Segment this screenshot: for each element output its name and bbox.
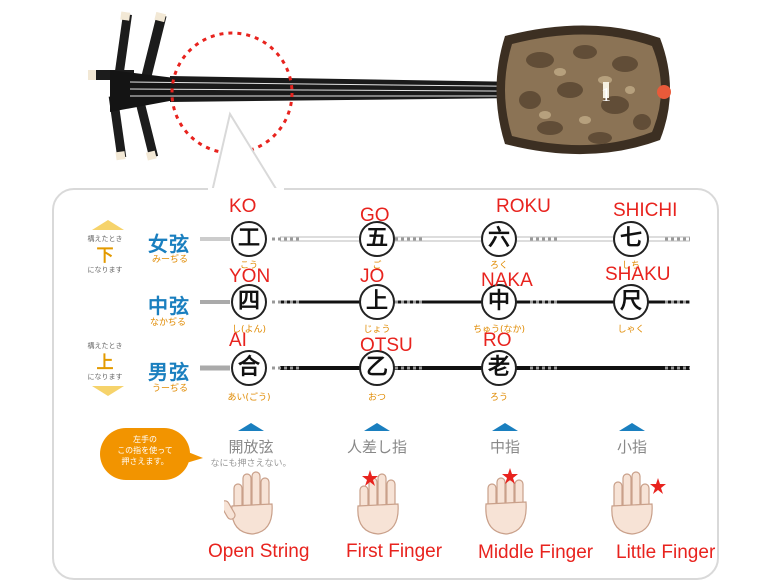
romaji-roku: ROKU [496, 196, 551, 217]
string-label-nakajiru: 中弦 [148, 294, 190, 318]
instruction-bubble: 左手の この指を使って 押さえます。 [100, 428, 190, 480]
note-naka: 中 [481, 284, 517, 320]
romaji-ai: AI [229, 330, 247, 351]
finger-sub-open: なにも押さえない。 [210, 459, 292, 469]
arrow-up-icon [92, 220, 124, 230]
note-ko: 工 [231, 221, 267, 257]
string-label-ujiru: 男弦 [148, 360, 190, 384]
instrument-neck [170, 76, 520, 102]
string-reading-mijiru: みーぢる [152, 255, 189, 265]
finger-label-middle: 中指 [489, 438, 520, 456]
bubble-line-2: この指を使って [117, 446, 173, 455]
note-shichi: 七 [613, 221, 649, 257]
bubble-tail [183, 450, 203, 464]
reading-go: ご [372, 261, 382, 271]
first-finger-hand-icon [357, 470, 399, 535]
romaji-shichi: SHICHI [613, 200, 678, 221]
open-hand-icon [224, 471, 273, 535]
caption-middle-finger: Middle Finger [478, 542, 594, 563]
arrow-down-icon [92, 386, 124, 396]
side-bottom-line2: になります [87, 373, 123, 381]
reading-shichi: しち [621, 261, 640, 271]
romaji-otsu: OTSU [360, 335, 413, 356]
panel-pointer [208, 111, 284, 192]
caption-little-finger: Little Finger [616, 542, 716, 563]
instrument-mark: 1 [601, 84, 611, 106]
finger-marker-first [364, 423, 390, 431]
string-label-mijiru: 女弦 [148, 232, 190, 256]
bubble-line-1: 左手の [133, 435, 157, 444]
reading-jo: じょう [363, 325, 391, 335]
instrument-bridge [603, 82, 609, 98]
bubble-line-3: 押さえます。 [121, 457, 169, 466]
romaji-yon: YON [229, 266, 271, 287]
note-ai: 合 [231, 350, 267, 386]
finger-marker-little [619, 423, 645, 431]
reading-otsu: おつ [367, 393, 386, 403]
finger-label-open: 開放弦 [228, 438, 274, 456]
side-top-line2: になります [87, 266, 123, 274]
side-bottom-line1: 構えたとき [87, 342, 123, 350]
finger-marker-middle [492, 423, 518, 431]
reading-shaku: しゃく [617, 325, 645, 335]
romaji-jo: JO [360, 266, 385, 287]
romaji-go: GO [360, 205, 390, 226]
little-finger-hand-icon [611, 471, 666, 535]
caption-first-finger: First Finger [346, 541, 443, 562]
finger-label-first: 人差し指 [346, 438, 407, 456]
reading-yon: し(よん) [231, 325, 267, 335]
note-go: 五 [359, 221, 395, 257]
finger-marker-open [238, 423, 264, 431]
finger-label-little: 小指 [616, 438, 647, 456]
note-otsu: 乙 [359, 350, 395, 386]
caption-open-string: Open String [208, 541, 310, 562]
instrument-tail [657, 85, 671, 99]
romaji-ko: KO [229, 196, 257, 217]
reading-ai: あい(ごう) [227, 393, 271, 403]
note-roku: 六 [481, 221, 517, 257]
romaji-shaku: SHAKU [605, 264, 671, 285]
note-jo: 上 [359, 284, 395, 320]
romaji-naka: NAKA [481, 270, 533, 291]
side-bottom-big: 上 [96, 353, 114, 373]
side-top-line1: 構えたとき [87, 235, 123, 243]
side-top-big: 下 [96, 246, 114, 266]
string-reading-nakajiru: なかぢる [150, 318, 187, 328]
reading-ko: こう [239, 261, 258, 271]
reading-ro: ろう [489, 393, 508, 403]
note-ro: 老 [481, 350, 517, 386]
note-shaku: 尺 [613, 284, 649, 320]
note-yon: 四 [231, 284, 267, 320]
reading-naka: ちゅう(なか) [472, 325, 526, 335]
reading-roku: ろく [489, 261, 508, 271]
string-reading-ujiru: うーぢる [152, 384, 189, 394]
highlight-circle [170, 31, 294, 155]
sanshin-illustration: 1 [88, 11, 671, 161]
romaji-ro: RO [483, 330, 512, 351]
middle-finger-hand-icon [485, 468, 527, 535]
